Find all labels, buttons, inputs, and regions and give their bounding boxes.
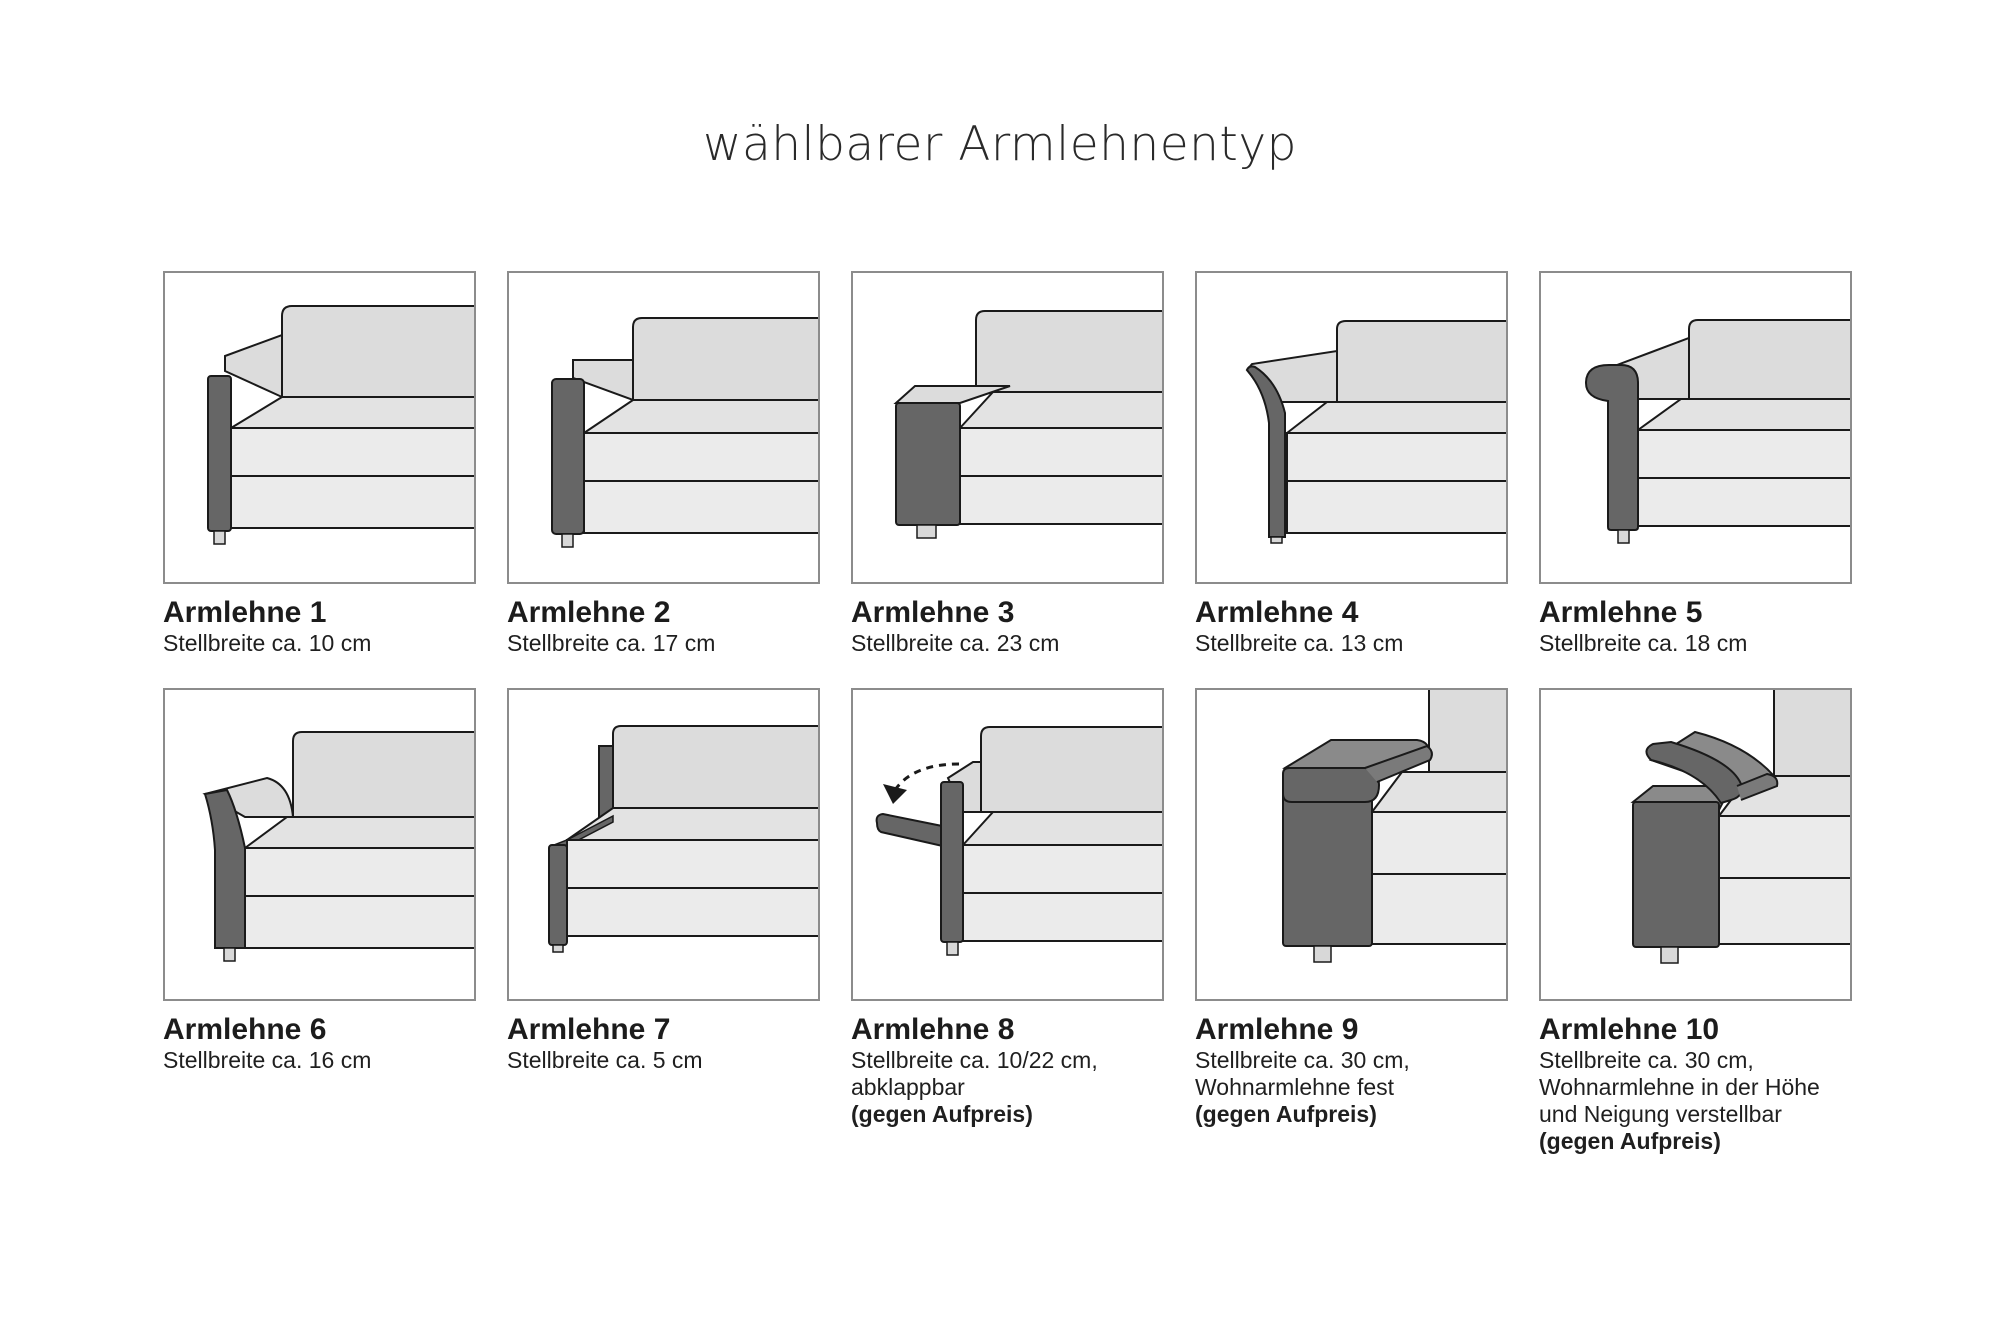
armrest-name: Armlehne 4 (1195, 596, 1359, 629)
armrest-desc-line: Stellbreite ca. 13 cm (1195, 630, 1404, 656)
armrest-card-7[interactable]: Armlehne 7 Stellbreite ca. 5 cm (507, 688, 820, 1074)
armrest-desc-line: Wohnarmlehne fest (1195, 1074, 1395, 1100)
armrest-surcharge-note: (gegen Aufpreis) (1539, 1128, 1721, 1154)
armrest-desc-line: Stellbreite ca. 30 cm, (1539, 1047, 1754, 1073)
armrest-desc-line: Stellbreite ca. 17 cm (507, 630, 716, 656)
armrest-desc-line: Stellbreite ca. 18 cm (1539, 630, 1748, 656)
armrest-name: Armlehne 5 (1539, 596, 1703, 629)
armrest-card-10[interactable]: Armlehne 10 Stellbreite ca. 30 cm, Wohna… (1539, 688, 1852, 1155)
armrest-card-3[interactable]: Armlehne 3 Stellbreite ca. 23 cm (851, 271, 1164, 657)
armrest-card-4[interactable]: Armlehne 4 Stellbreite ca. 13 cm (1195, 271, 1508, 657)
page-title: wählbarer Armlehnentyp (703, 117, 1297, 172)
armrest-desc-line: Stellbreite ca. 10/22 cm, (851, 1047, 1098, 1073)
armrest-desc-line: Wohnarmlehne in der Höhe (1539, 1074, 1820, 1100)
armrest-desc-line: Stellbreite ca. 5 cm (507, 1047, 703, 1073)
armrest-desc-line: Stellbreite ca. 16 cm (163, 1047, 372, 1073)
armrest-desc-line: Stellbreite ca. 23 cm (851, 630, 1060, 656)
armrest-surcharge-note: (gegen Aufpreis) (851, 1101, 1033, 1127)
armrest-illustration-5 (1539, 271, 1852, 584)
armrest-name: Armlehne 9 (1195, 1013, 1359, 1046)
armrest-name: Armlehne 7 (507, 1013, 671, 1046)
armrest-name: Armlehne 2 (507, 596, 671, 629)
armrest-illustration-2 (507, 271, 820, 584)
armrest-desc-line: und Neigung verstellbar (1539, 1101, 1782, 1127)
armrest-name: Armlehne 8 (851, 1013, 1015, 1046)
armrest-name: Armlehne 6 (163, 1013, 327, 1046)
armrest-illustration-10 (1539, 688, 1852, 1001)
armrest-desc-line: Stellbreite ca. 10 cm (163, 630, 372, 656)
armrest-card-5[interactable]: Armlehne 5 Stellbreite ca. 18 cm (1539, 271, 1852, 657)
armrest-illustration-1 (163, 271, 476, 584)
armrest-card-6[interactable]: Armlehne 6 Stellbreite ca. 16 cm (163, 688, 476, 1074)
armrest-illustration-6 (163, 688, 476, 1001)
armrest-illustration-4 (1195, 271, 1508, 584)
armrest-desc-line: Stellbreite ca. 30 cm, (1195, 1047, 1410, 1073)
armrest-illustration-9 (1195, 688, 1508, 1001)
armrest-illustration-7 (507, 688, 820, 1001)
armrest-illustration-3 (851, 271, 1164, 584)
armrest-card-9[interactable]: Armlehne 9 Stellbreite ca. 30 cm, Wohnar… (1195, 688, 1508, 1128)
armrest-name: Armlehne 3 (851, 596, 1015, 629)
armrest-name: Armlehne 10 (1539, 1013, 1720, 1046)
armrest-card-8[interactable]: Armlehne 8 Stellbreite ca. 10/22 cm, abk… (851, 688, 1164, 1128)
armrest-card-2[interactable]: Armlehne 2 Stellbreite ca. 17 cm (507, 271, 820, 657)
armrest-desc-line: abklappbar (851, 1074, 965, 1100)
armrest-surcharge-note: (gegen Aufpreis) (1195, 1101, 1377, 1127)
armrest-illustration-8 (851, 688, 1164, 1001)
armrest-card-1[interactable]: Armlehne 1 Stellbreite ca. 10 cm (163, 271, 476, 657)
armrest-name: Armlehne 1 (163, 596, 327, 629)
